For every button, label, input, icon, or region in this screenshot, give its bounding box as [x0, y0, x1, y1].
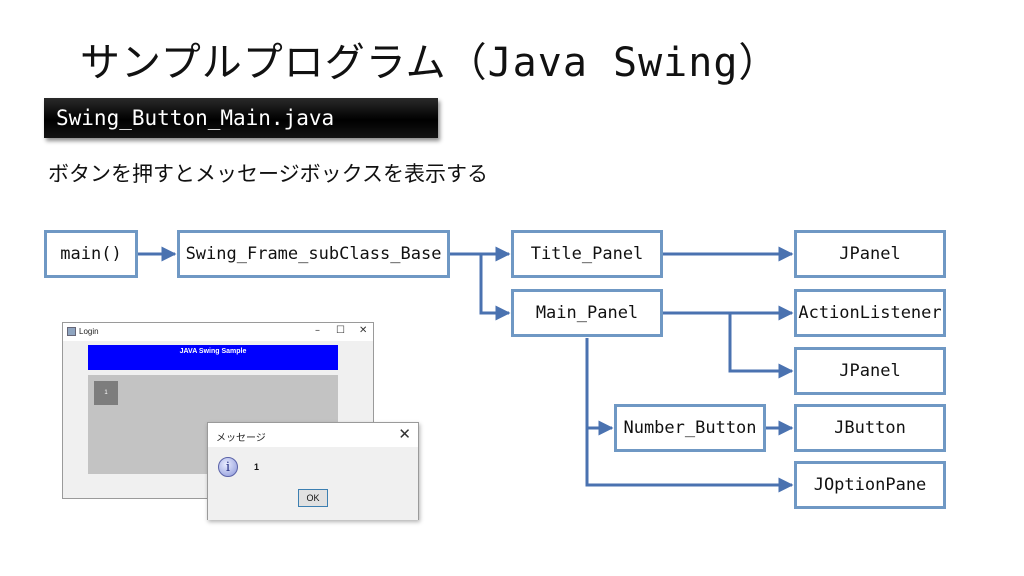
node-joptionpane: JOptionPane: [794, 461, 946, 509]
minimize-icon[interactable]: –: [315, 325, 320, 336]
node-main: main(): [44, 230, 138, 278]
node-jbutton: JButton: [794, 404, 946, 452]
edge-main-panel-to-number-button: [585, 338, 614, 436]
node-jpanel-1: JPanel: [794, 230, 946, 278]
node-title-panel: Title_Panel: [511, 230, 663, 278]
edge-main-panel-to-jpanel: [728, 313, 794, 379]
close-icon[interactable]: ✕: [398, 425, 411, 443]
node-number-button: Number_Button: [614, 404, 766, 452]
node-main-panel: Main_Panel: [511, 289, 663, 337]
message-dialog-screenshot: メッセージ ✕ i 1 OK: [207, 422, 419, 520]
edge-frame-to-main-panel: [479, 254, 511, 321]
app-icon: [67, 327, 76, 336]
dialog-title: メッセージ: [216, 433, 266, 444]
dialog-message: 1: [254, 462, 260, 472]
file-name-badge: Swing_Button_Main.java: [44, 98, 438, 138]
number-button[interactable]: 1: [94, 381, 118, 405]
info-icon: i: [218, 457, 238, 477]
ok-button[interactable]: OK: [298, 489, 328, 507]
edge-main-panel-to-joptionpane: [585, 428, 794, 493]
close-icon[interactable]: ✕: [359, 325, 368, 336]
dialog-body: i 1 OK: [208, 447, 418, 520]
node-actionlistener: ActionListener: [794, 289, 946, 337]
maximize-icon[interactable]: ☐: [336, 325, 345, 336]
slide-subtitle: ボタンを押すとメッセージボックスを表示する: [48, 162, 488, 186]
node-jpanel-2: JPanel: [794, 347, 946, 395]
node-frame-base: Swing_Frame_subClass_Base: [177, 230, 450, 278]
window-titlebar: Login – ☐ ✕: [63, 323, 373, 341]
title-panel-banner: JAVA Swing Sample: [88, 345, 338, 370]
page-title: サンプルプログラム（Java Swing）: [80, 40, 780, 86]
window-title: Login: [79, 327, 99, 336]
